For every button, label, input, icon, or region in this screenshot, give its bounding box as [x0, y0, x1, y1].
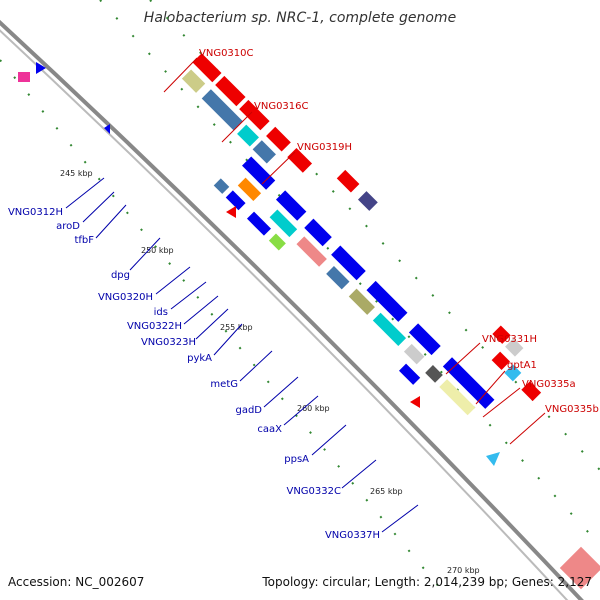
marker-red-2 [410, 396, 420, 408]
forward-strand-features [213, 156, 495, 416]
marker-red-1 [226, 206, 236, 218]
label-caaX: caaX [257, 424, 282, 435]
tick-270: 270 kbp [447, 566, 480, 575]
marker-blue-2 [104, 124, 110, 134]
label-aroD: aroD [56, 221, 80, 232]
backbone [0, 19, 584, 600]
label-VNG0316C: VNG0316C [254, 101, 309, 112]
label-metG: metG [210, 379, 238, 390]
label-VNG0323H: VNG0323H [141, 337, 196, 348]
outer-leaders [163, 57, 546, 445]
reverse-strand-features [181, 53, 542, 402]
label-VNG0331H: VNG0331H [482, 334, 537, 345]
label-VNG0322H: VNG0322H [127, 321, 182, 332]
genome-summary-text: Topology: circular; Length: 2,014,239 bp… [262, 575, 592, 589]
tick-265: 265 kbp [370, 487, 403, 496]
page-title: Halobacterium sp. NRC-1, complete genome [143, 10, 457, 26]
label-gadD: gadD [235, 405, 262, 416]
tick-labels: 245 kbp 250 kbp 255 kbp 260 kbp 265 kbp … [60, 169, 480, 575]
tick-255: 255 kbp [220, 323, 253, 332]
outer-labels: VNG0310C VNG0316C VNG0319H VNG0331H gptA… [199, 48, 599, 415]
tick-245: 245 kbp [60, 169, 93, 178]
label-VNG0337H: VNG0337H [325, 530, 380, 541]
label-tfbF: tfbF [74, 235, 94, 246]
label-VNG0335b: VNG0335b [545, 404, 599, 415]
label-VNG0310C: VNG0310C [199, 48, 254, 59]
tick-250: 250 kbp [141, 246, 174, 255]
marker-cyan [486, 452, 500, 466]
inner-leaders [65, 177, 419, 533]
label-dpg: dpg [111, 270, 130, 281]
inner-labels: VNG0312H aroD tfbF dpg VNG0320H ids VNG0… [8, 207, 380, 541]
label-VNG0312H: VNG0312H [8, 207, 63, 218]
label-gptA1: gptA1 [507, 360, 537, 371]
marker-blue-1 [36, 62, 46, 74]
label-ppsA: ppsA [284, 454, 309, 465]
label-VNG0335a: VNG0335a [522, 379, 576, 390]
tick-260: 260 kbp [297, 404, 330, 413]
accession-text: Accession: NC_002607 [8, 575, 145, 589]
marker-pink [18, 72, 30, 82]
label-pykA: pykA [187, 353, 212, 364]
label-VNG0319H: VNG0319H [297, 142, 352, 153]
label-ids: ids [154, 307, 168, 318]
label-VNG0320H: VNG0320H [98, 292, 153, 303]
label-VNG0332C: VNG0332C [286, 486, 341, 497]
